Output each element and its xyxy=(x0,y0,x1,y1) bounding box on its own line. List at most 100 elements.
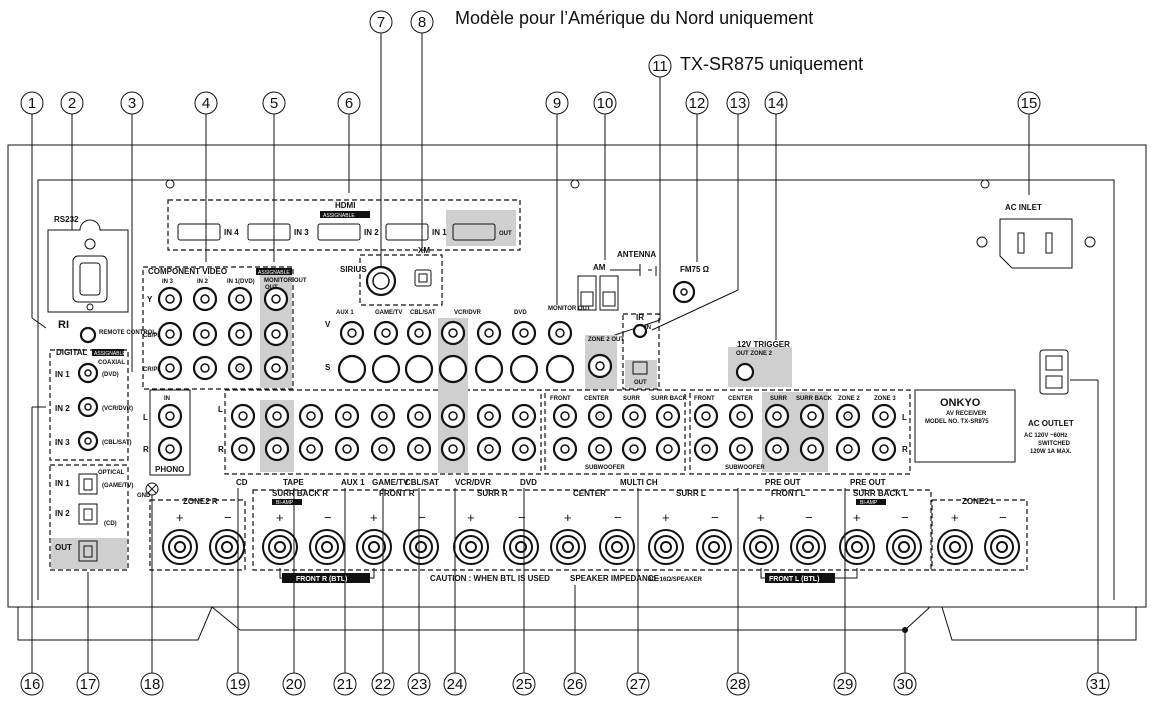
svg-text:ASSIGNABLE: ASSIGNABLE xyxy=(94,351,126,357)
remote-control-jack[interactable] xyxy=(79,326,97,344)
callout-30: 30 xyxy=(893,627,917,696)
hdmi-in2-port[interactable] xyxy=(317,223,361,241)
front-r-btl-label: FRONT R (BTL) xyxy=(296,576,347,583)
svg-text:OUT: OUT xyxy=(634,380,647,386)
component-jacks[interactable] xyxy=(157,286,289,381)
svg-text:30: 30 xyxy=(897,676,914,693)
digital-optical-section: OPTICAL IN 1 (GAME/TV) IN 2 (CD) OUT xyxy=(49,464,133,571)
svg-text:MONITOR OUT: MONITOR OUT xyxy=(264,278,307,284)
svg-text:TAPE: TAPE xyxy=(283,478,304,487)
svg-text:XM: XM xyxy=(418,246,430,255)
av-io-section: L R V S AUX 1 GAME/TV CBL/SAT VCR/DVR DV… xyxy=(218,306,591,487)
svg-text:COMPONENT VIDEO: COMPONENT VIDEO xyxy=(148,267,227,276)
hdmi-in4-port[interactable] xyxy=(177,223,221,241)
pre-out-section: FRONT CENTER SURR SURR BACK ZONE 2 ZONE … xyxy=(689,389,911,487)
svg-text:IN 4: IN 4 xyxy=(224,228,239,237)
callout-7: 7 xyxy=(369,10,393,267)
callout-8: 8 xyxy=(410,10,434,248)
svg-text:−: − xyxy=(999,510,1007,525)
ri-label: RI xyxy=(58,319,69,331)
rs232-label: RS232 xyxy=(54,215,79,224)
svg-text:CD: CD xyxy=(236,478,248,487)
svg-text:CENTER: CENTER xyxy=(584,396,609,402)
ac-inlet-socket[interactable] xyxy=(999,218,1073,269)
svg-text:SURR BACK: SURR BACK xyxy=(796,396,833,402)
svg-text:ZONE 2 OUT: ZONE 2 OUT xyxy=(588,337,624,343)
svg-text:(CBL/SAT): (CBL/SAT) xyxy=(102,440,132,446)
svg-text:−: − xyxy=(224,510,232,525)
hdmi-in3-port[interactable] xyxy=(247,223,291,241)
svg-text:(VCR/DVR): (VCR/DVR) xyxy=(102,406,133,412)
svg-text:FRONT L: FRONT L xyxy=(771,489,806,498)
svg-text:SURR BACK R: SURR BACK R xyxy=(272,489,328,498)
xm-port[interactable] xyxy=(414,269,432,287)
rs232-port[interactable] xyxy=(72,255,108,303)
svg-text:19: 19 xyxy=(230,676,247,693)
svg-text:DVD: DVD xyxy=(520,478,537,487)
callout-6: 6 xyxy=(337,91,361,193)
optical-in2-port[interactable] xyxy=(78,503,98,525)
hdmi-out-port[interactable] xyxy=(452,223,496,241)
am-terminal-1[interactable] xyxy=(577,275,597,311)
svg-text:+: + xyxy=(276,510,284,525)
callout-9: 9 xyxy=(545,91,569,305)
ir-in-jack[interactable] xyxy=(632,323,648,339)
svg-text:ZONE 3: ZONE 3 xyxy=(874,396,896,402)
svg-text:PRE OUT: PRE OUT xyxy=(765,478,801,487)
svg-text:9: 9 xyxy=(553,95,561,112)
svg-text:CBL/SAT: CBL/SAT xyxy=(410,310,436,316)
svg-text:FM75 Ω: FM75 Ω xyxy=(680,265,710,274)
speaker-binding-posts[interactable] xyxy=(162,529,1020,565)
svg-text:AC OUTLET: AC OUTLET xyxy=(1028,419,1074,428)
ir-out-port[interactable] xyxy=(632,361,648,375)
svg-text:14: 14 xyxy=(768,95,785,112)
optical-out-port[interactable] xyxy=(78,540,98,562)
hdmi-in1-port[interactable] xyxy=(385,223,429,241)
svg-text:+: + xyxy=(467,510,475,525)
caution-label: CAUTION : WHEN BTL IS USED xyxy=(430,574,550,583)
svg-text:SURR: SURR xyxy=(623,396,641,402)
callout-27: 27 xyxy=(626,488,650,696)
svg-text:SURR L: SURR L xyxy=(676,489,706,498)
callout-17: 17 xyxy=(76,572,100,696)
trigger-section: 12V TRIGGER OUT ZONE 2 xyxy=(728,340,792,387)
callouts-bottom: 16 17 18 19 20 21 22 23 24 25 26 27 28 2… xyxy=(20,379,1110,696)
svg-text:20: 20 xyxy=(286,676,303,693)
svg-text:SURR R: SURR R xyxy=(477,489,508,498)
am-terminal-2[interactable] xyxy=(599,275,619,311)
callout-3: 3 xyxy=(120,91,144,372)
svg-text:IN 2: IN 2 xyxy=(364,228,379,237)
callout-2: 2 xyxy=(60,91,84,230)
chassis xyxy=(7,144,1147,641)
svg-text:16: 16 xyxy=(24,676,41,693)
svg-text:AC 120V ~60Hz: AC 120V ~60Hz xyxy=(1024,433,1068,439)
svg-text:VCR/DVR: VCR/DVR xyxy=(454,310,482,316)
optical-in1-port[interactable] xyxy=(78,473,98,495)
trigger-zone2-jack[interactable] xyxy=(735,362,755,382)
svg-text:−: − xyxy=(518,510,526,525)
svg-text:23: 23 xyxy=(411,676,428,693)
svg-text:4: 4 xyxy=(202,95,210,112)
svg-text:−: − xyxy=(805,510,813,525)
svg-text:29: 29 xyxy=(837,676,854,693)
svg-text:IN 3: IN 3 xyxy=(162,279,174,285)
svg-text:26: 26 xyxy=(567,676,584,693)
svg-text:HDMI: HDMI xyxy=(335,201,355,210)
svg-text:FRONT: FRONT xyxy=(550,396,571,402)
speaker-terminals-section: ZONE2 R SURR BACK R BI-AMP FRONT R SURR … xyxy=(149,489,1028,583)
multi-ch-section: FRONT CENTER SURR SURR BACK SUBWOOFER MU… xyxy=(544,389,688,487)
svg-text:ASSIGNABLE: ASSIGNABLE xyxy=(323,213,355,219)
svg-text:ANTENNA: ANTENNA xyxy=(617,250,656,259)
av-jack-grid[interactable] xyxy=(230,320,575,462)
svg-text:SWITCHED: SWITCHED xyxy=(1038,441,1071,447)
svg-text:SIRIUS: SIRIUS xyxy=(340,265,367,274)
svg-text:AUX 1: AUX 1 xyxy=(336,310,354,316)
svg-text:−: − xyxy=(418,510,426,525)
callout-21: 21 xyxy=(333,488,357,696)
note-model-only: TX-SR875 uniquement xyxy=(680,54,863,74)
svg-text:IN 1: IN 1 xyxy=(55,479,70,488)
svg-text:IN 1: IN 1 xyxy=(55,370,70,379)
ac-outlet-socket[interactable] xyxy=(1039,349,1069,395)
svg-text:L: L xyxy=(218,405,223,414)
